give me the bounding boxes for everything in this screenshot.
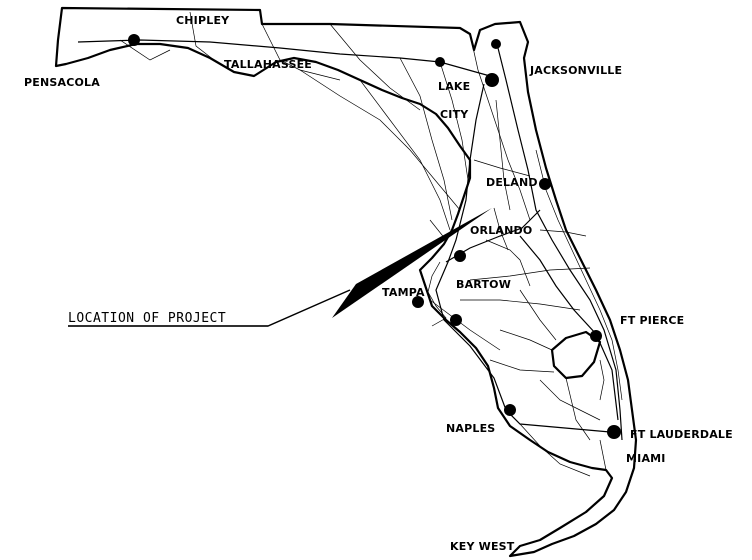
project-location-label: LOCATION OF PROJECT — [68, 311, 226, 326]
i95-highway — [495, 39, 623, 441]
city-marker-tampa — [412, 296, 424, 308]
city-markers — [128, 34, 621, 439]
label-lake: LAKE — [438, 80, 470, 93]
label-ft-pierce: FT PIERCE — [620, 314, 684, 327]
label-naples: NAPLES — [446, 422, 495, 435]
label-deland: DELAND — [486, 176, 538, 189]
label-key-west: KEY WEST — [450, 540, 515, 553]
east-coast-waterway — [535, 149, 623, 401]
city-marker-ft-lauderdale — [607, 425, 621, 439]
label-city: CITY — [440, 108, 469, 121]
i10-highway — [77, 39, 491, 77]
label-miami: MIAMI — [626, 452, 666, 465]
city-marker-lake-city — [485, 73, 499, 87]
city-marker-tallahassee-region — [435, 57, 445, 67]
project-pointer — [332, 208, 492, 318]
label-tallahassee: TALLAHASSEE — [224, 58, 312, 71]
city-marker-pensacola — [128, 34, 140, 46]
city-marker-orlando-west — [454, 250, 466, 262]
city-marker-ft-pierce — [590, 330, 602, 342]
city-marker-tampa-south — [450, 314, 462, 326]
label-pensacola: PENSACOLA — [24, 76, 100, 89]
state-outline — [54, 6, 638, 558]
label-orlando: ORLANDO — [470, 224, 532, 237]
turnpike — [519, 235, 619, 421]
label-jacksonville: JACKSONVILLE — [529, 64, 622, 77]
city-marker-deland — [539, 178, 551, 190]
label-chipley: CHIPLEY — [176, 14, 230, 27]
label-bartow: BARTOW — [456, 278, 511, 291]
label-ft-lauderdale: FT LAUDERDALE — [630, 428, 733, 441]
city-marker-jacksonville-north — [491, 39, 501, 49]
label-tampa: TAMPA — [382, 286, 425, 299]
city-marker-naples — [504, 404, 516, 416]
secondary-roads — [119, 11, 607, 477]
